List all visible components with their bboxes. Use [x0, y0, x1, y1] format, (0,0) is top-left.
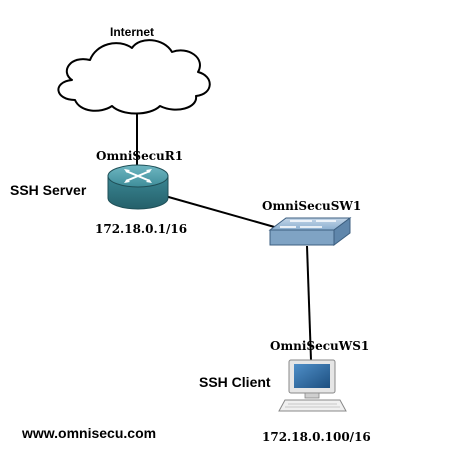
cloud-icon — [57, 39, 211, 115]
router-role-label: SSH Server — [10, 182, 87, 198]
link-switch-workstation — [306, 245, 312, 361]
workstation-icon — [278, 359, 347, 412]
website-label: www.omnisecu.com — [21, 425, 156, 441]
internet-label: Internet — [110, 25, 154, 39]
switch-label: OmniSecuSW1 — [262, 199, 361, 213]
router-label: OmniSecuR1 — [96, 149, 183, 163]
router-ip-label: 172.18.0.1/16 — [95, 222, 187, 236]
workstation-ip-label: 172.18.0.100/16 — [262, 430, 371, 444]
switch-icon — [268, 217, 352, 246]
workstation-label: OmniSecuWS1 — [270, 339, 369, 353]
router-icon — [107, 164, 169, 210]
workstation-role-label: SSH Client — [199, 374, 271, 390]
link-router-switch — [164, 195, 279, 229]
